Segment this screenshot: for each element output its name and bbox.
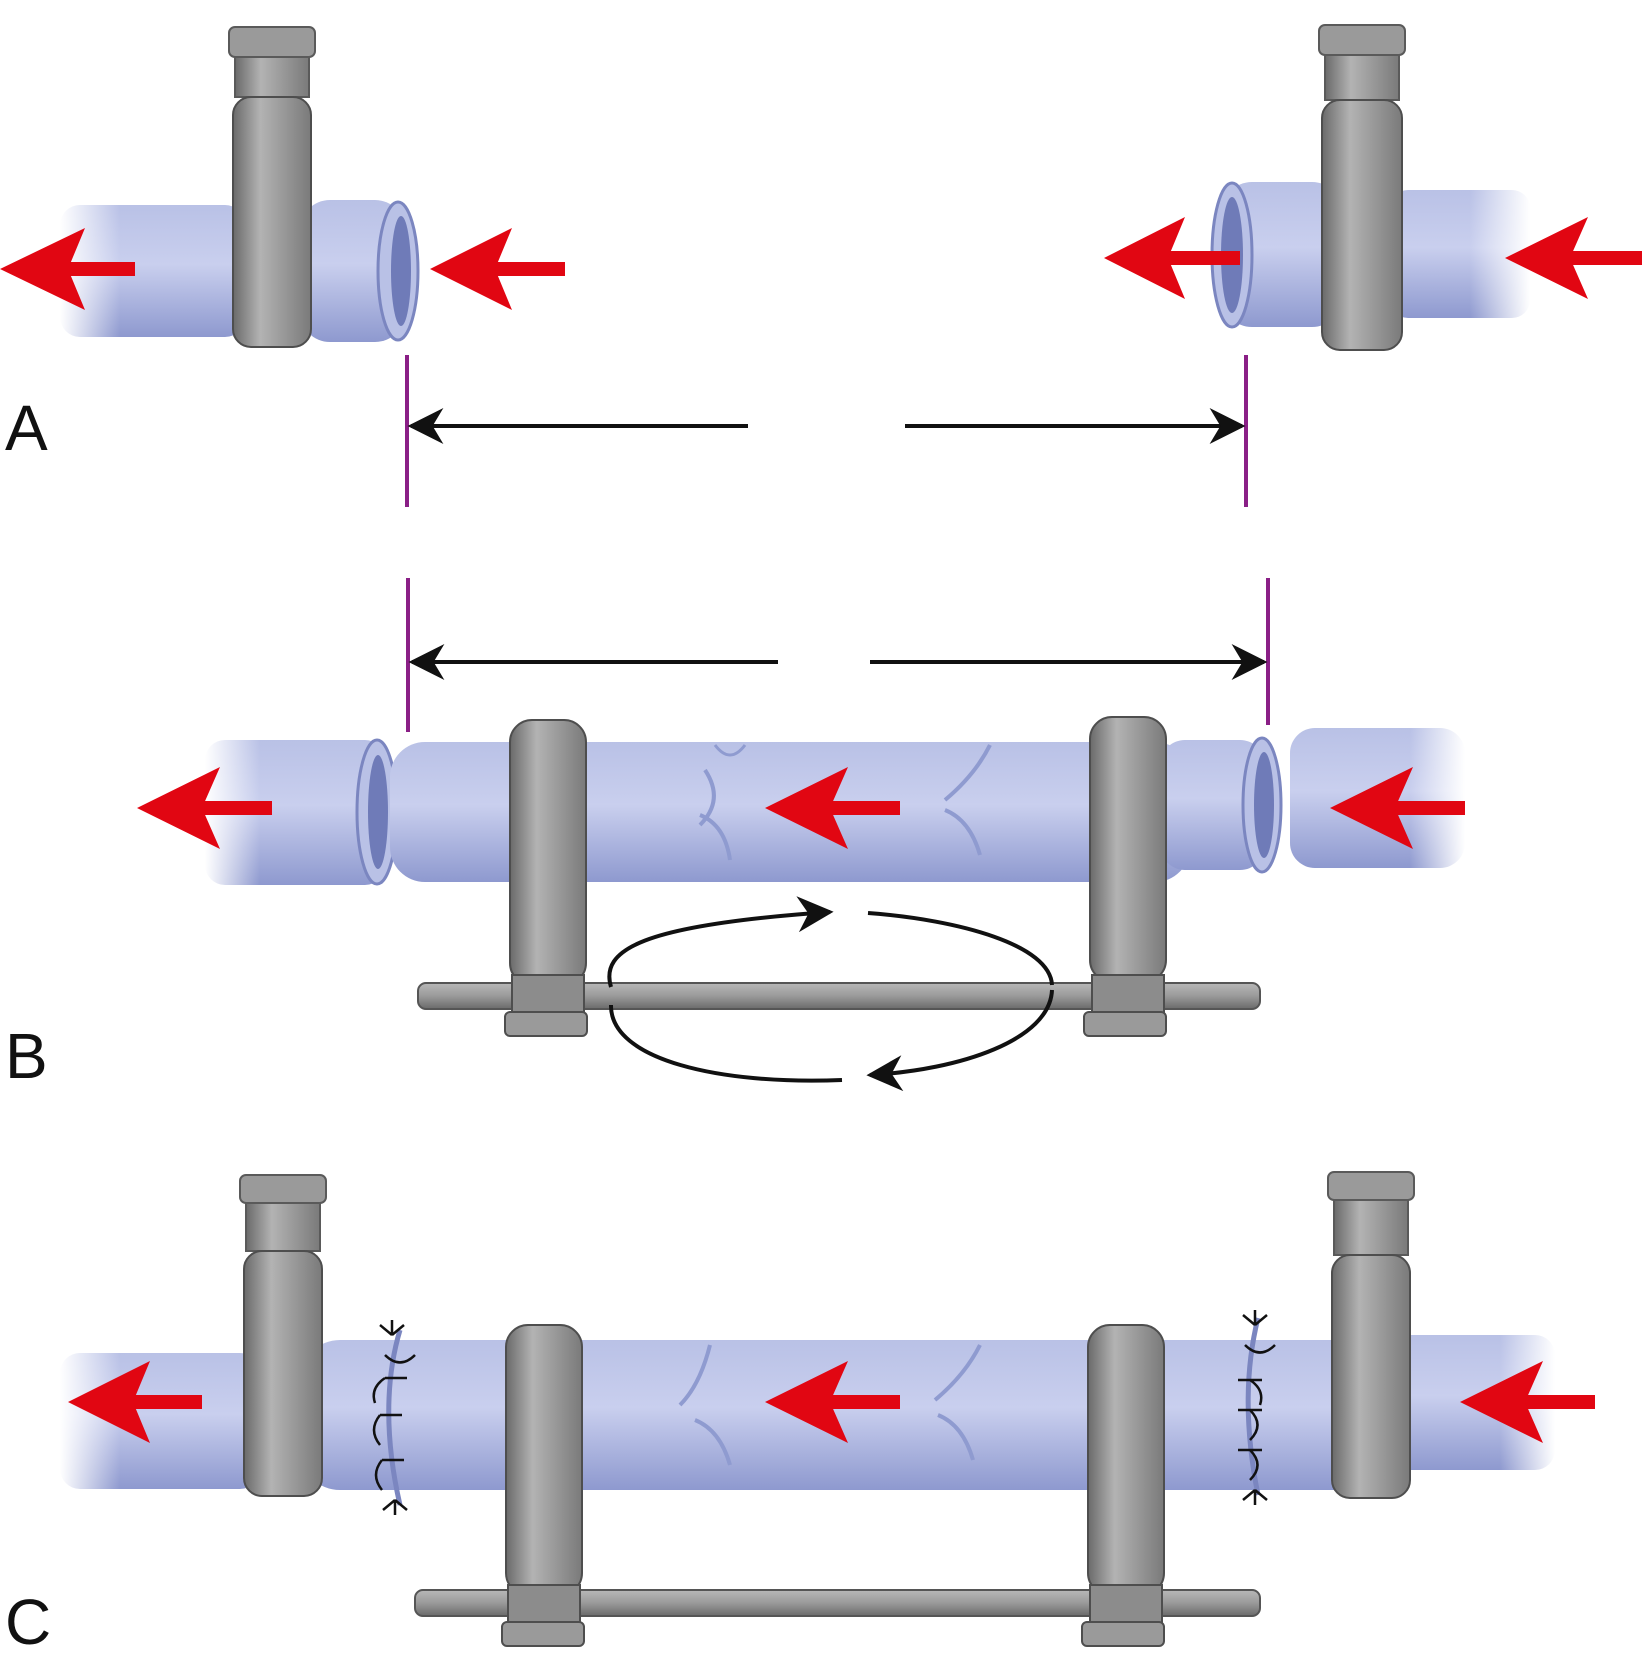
suture-stitch-icon	[372, 1320, 416, 1515]
red-flow-arrow-icon	[1460, 1361, 1595, 1443]
clamp-bar	[414, 1589, 1261, 1617]
red-flow-arrow-icon	[137, 767, 272, 849]
red-flow-arrow-icon	[765, 1361, 900, 1443]
panel-label-c: C	[5, 1586, 52, 1658]
red-flow-arrow-icon	[68, 1361, 202, 1443]
red-flow-arrow-icon	[1104, 217, 1240, 299]
red-flow-arrow-icon	[0, 228, 135, 310]
panel-label-b: B	[5, 1020, 48, 1092]
vascular-clamp-right	[1327, 1171, 1415, 1499]
panel-a	[0, 24, 1642, 507]
red-flow-arrow-icon	[765, 767, 900, 849]
approximator-clamp-right	[1081, 1324, 1165, 1647]
red-flow-arrow-icon	[430, 228, 565, 310]
rotation-arrow-icon	[607, 896, 1054, 1092]
red-flow-arrow-icon	[1505, 217, 1642, 299]
vascular-clamp-left	[228, 26, 316, 348]
panel-label-a: A	[5, 392, 48, 464]
approximator-clamp-right	[1083, 716, 1167, 1037]
vascular-clamp-left	[239, 1174, 327, 1497]
suture-stitch-icon	[1238, 1310, 1276, 1505]
vessel-cut-end-right	[1160, 736, 1283, 874]
panel-c	[60, 1171, 1595, 1647]
approximator-clamp-left	[504, 719, 588, 1037]
vessel-left-segment	[60, 1353, 260, 1489]
panel-b	[137, 578, 1465, 1092]
vessel-right-segment	[1390, 190, 1530, 318]
vessel-cut-end-left	[300, 200, 420, 342]
approximator-clamp-left	[501, 1324, 585, 1647]
vascular-clamp-right	[1318, 24, 1406, 351]
red-flow-arrow-icon	[1330, 767, 1465, 849]
